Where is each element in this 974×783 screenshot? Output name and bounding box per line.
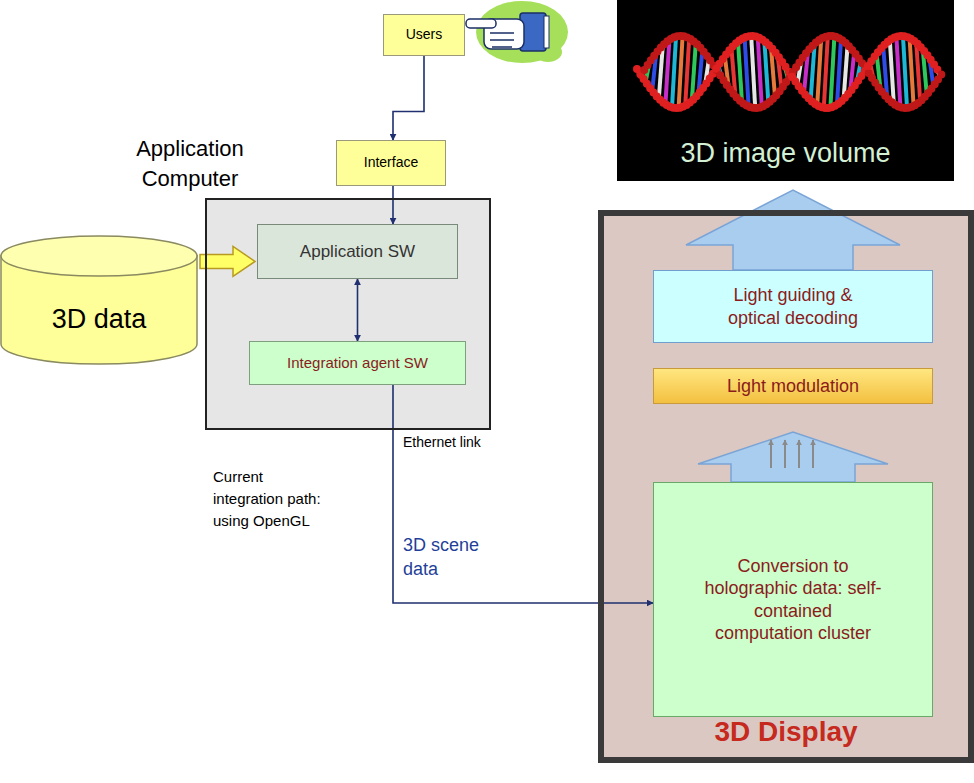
connector-line: [357, 279, 359, 341]
node-label: Integration agent SW: [287, 354, 428, 373]
node-label: 3D image volume: [617, 137, 954, 171]
connector-line: [392, 186, 394, 224]
green-blob: [476, 1, 568, 63]
block-arrow: [698, 432, 888, 482]
interface-box: Interface: [336, 140, 446, 186]
dna-rung: [758, 37, 762, 107]
edge-label: 3D scene data: [403, 533, 495, 581]
display-housing: 3D Display Light guiding & optical decodi…: [598, 210, 974, 763]
dna-rung: [830, 36, 834, 107]
dna-rung: [890, 40, 894, 104]
dna-rung: [672, 37, 676, 108]
software-box: Application SW: [257, 224, 458, 279]
cylinder-top: [1, 236, 197, 276]
connector-line: [393, 56, 424, 140]
computer-box: Application ComputerApplication SWIntegr…: [205, 198, 491, 430]
hand-cuff-band: [544, 16, 549, 48]
node-label: Light guiding & optical decoding: [711, 284, 876, 329]
node-label: Application SW: [300, 241, 415, 262]
cylinder-outline: [0, 235, 198, 365]
light-ray: [784, 440, 786, 468]
light-ray: [770, 440, 772, 468]
node-label: Users: [406, 26, 443, 44]
dna-rung: [665, 40, 669, 104]
dna-rung: [745, 37, 749, 106]
dna-rung: [764, 41, 768, 103]
node-label: Conversion to holographic data: self-con…: [703, 555, 883, 645]
container-fill: [598, 210, 974, 763]
dna-strand: [937, 71, 945, 79]
database-cylinder: 3D data: [0, 235, 198, 365]
block-arrow: [686, 190, 900, 270]
hand-finger: [466, 19, 496, 28]
dna-rung: [916, 43, 920, 102]
node-label: Light modulation: [727, 375, 859, 398]
image-panel: 3D image volume: [617, 0, 954, 181]
group-title: 3D Display: [604, 714, 968, 749]
dna-rung: [896, 37, 900, 107]
group-title: Application Computer: [90, 134, 290, 194]
node-label: 3D data: [52, 303, 147, 337]
dna-rung: [837, 39, 841, 104]
process-box: Conversion to holographic data: self-con…: [653, 482, 933, 717]
light-ray: [798, 440, 800, 468]
green-blob: [534, 42, 562, 62]
note-text: Current integration path: using OpenGL: [213, 466, 333, 531]
software-box: Integration agent SW: [249, 341, 466, 385]
dna-rung: [903, 36, 907, 108]
hand-cuff: [520, 13, 546, 51]
dna-rung: [817, 39, 821, 106]
block-arrow: [200, 246, 255, 276]
node-label: Interface: [364, 154, 418, 172]
dna-rung: [685, 38, 689, 105]
dna-rung: [751, 36, 755, 108]
hand-palm: [484, 19, 524, 49]
dna-rung: [910, 38, 914, 106]
dna-rung: [679, 36, 683, 108]
container-fill: [205, 198, 491, 430]
actor-box: Users: [383, 14, 465, 56]
hand-knuckles: [490, 33, 514, 47]
connector-line: [393, 385, 653, 603]
light-ray: [812, 440, 814, 468]
dna-rung: [692, 43, 696, 101]
link-note: Ethernet link: [403, 432, 513, 452]
process-box: Light modulation: [653, 368, 933, 404]
dna-rung: [738, 42, 742, 103]
process-box: Light guiding & optical decoding: [653, 270, 933, 343]
dna-rung: [824, 36, 828, 108]
